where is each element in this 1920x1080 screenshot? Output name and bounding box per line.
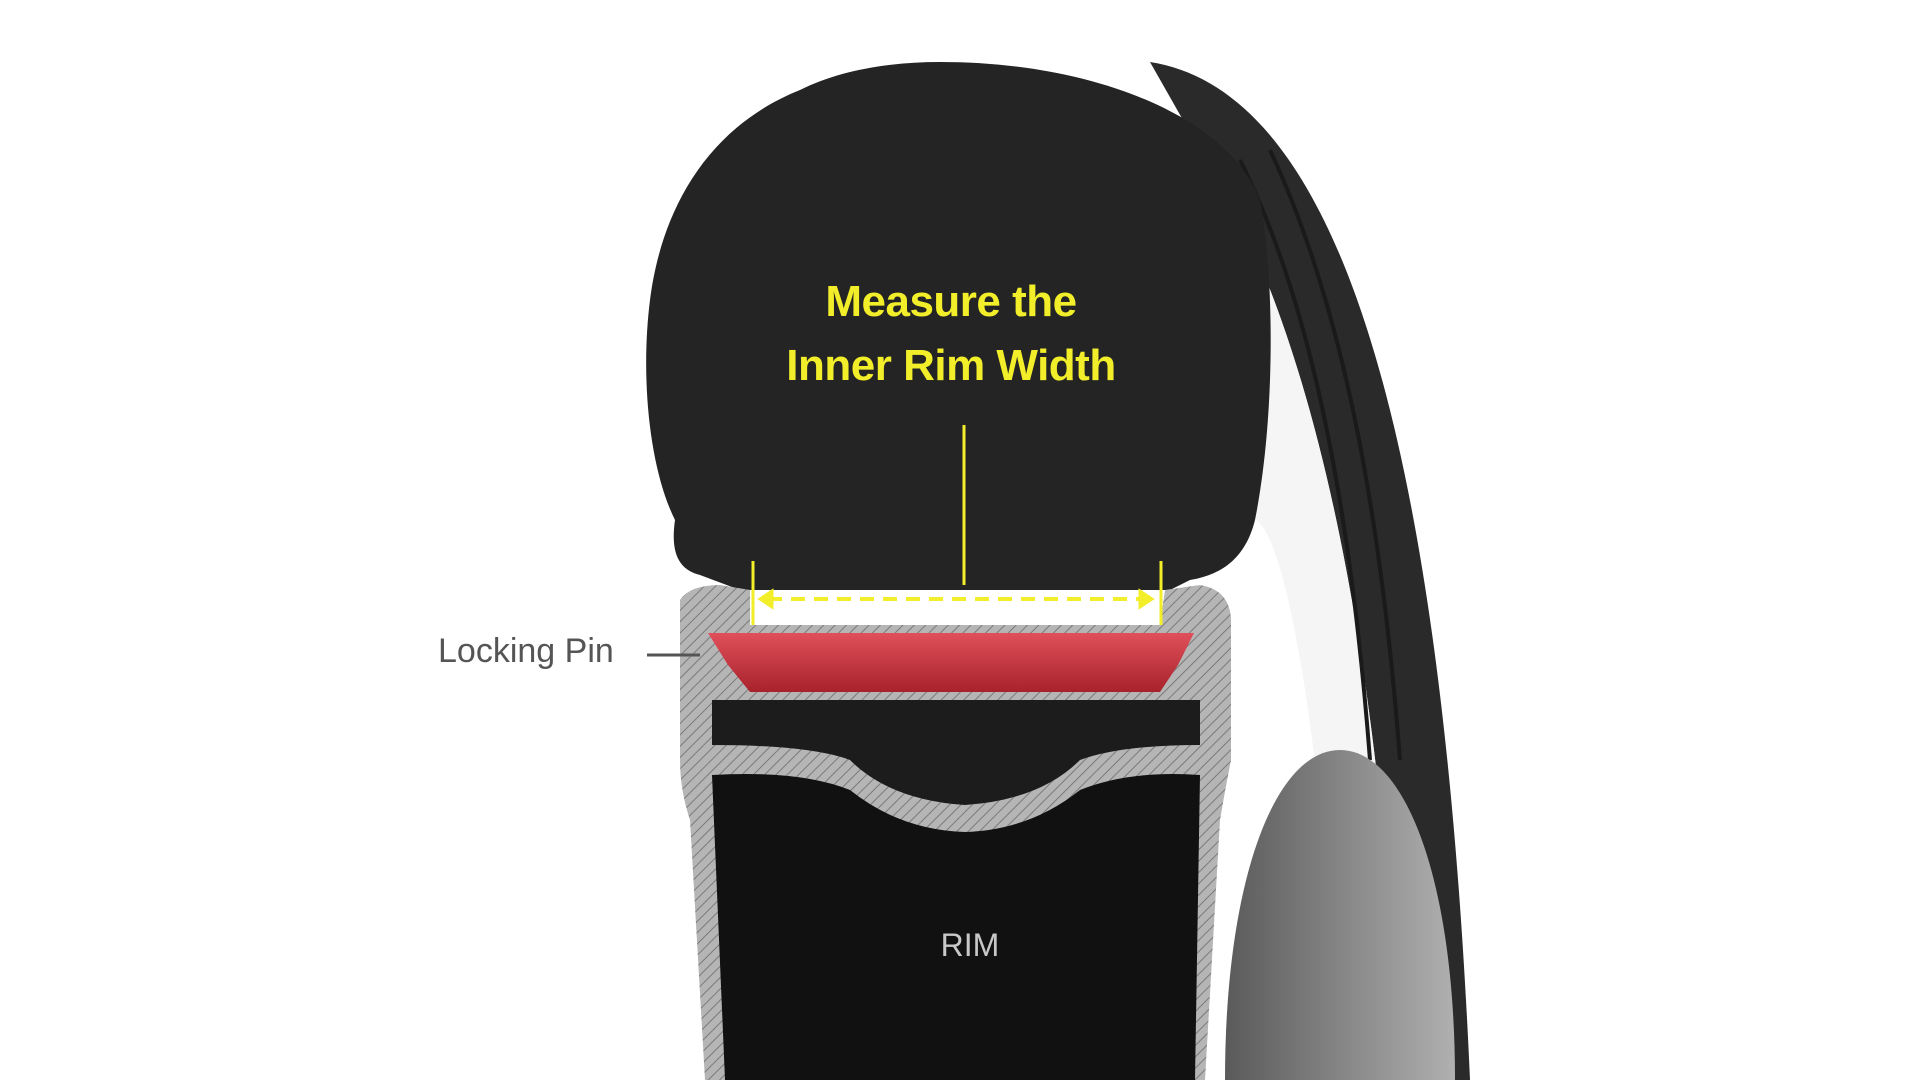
locking-pin-label: Locking Pin — [438, 632, 614, 670]
rim-label: RIM — [940, 927, 1000, 963]
title-line-1: Measure the — [825, 277, 1077, 326]
tire-cross-section — [646, 62, 1271, 590]
hub-disc — [1225, 750, 1455, 1080]
measurement-annotation — [751, 425, 1163, 625]
title-line-2: Inner Rim Width — [786, 341, 1116, 390]
locking-pin — [708, 633, 1194, 692]
